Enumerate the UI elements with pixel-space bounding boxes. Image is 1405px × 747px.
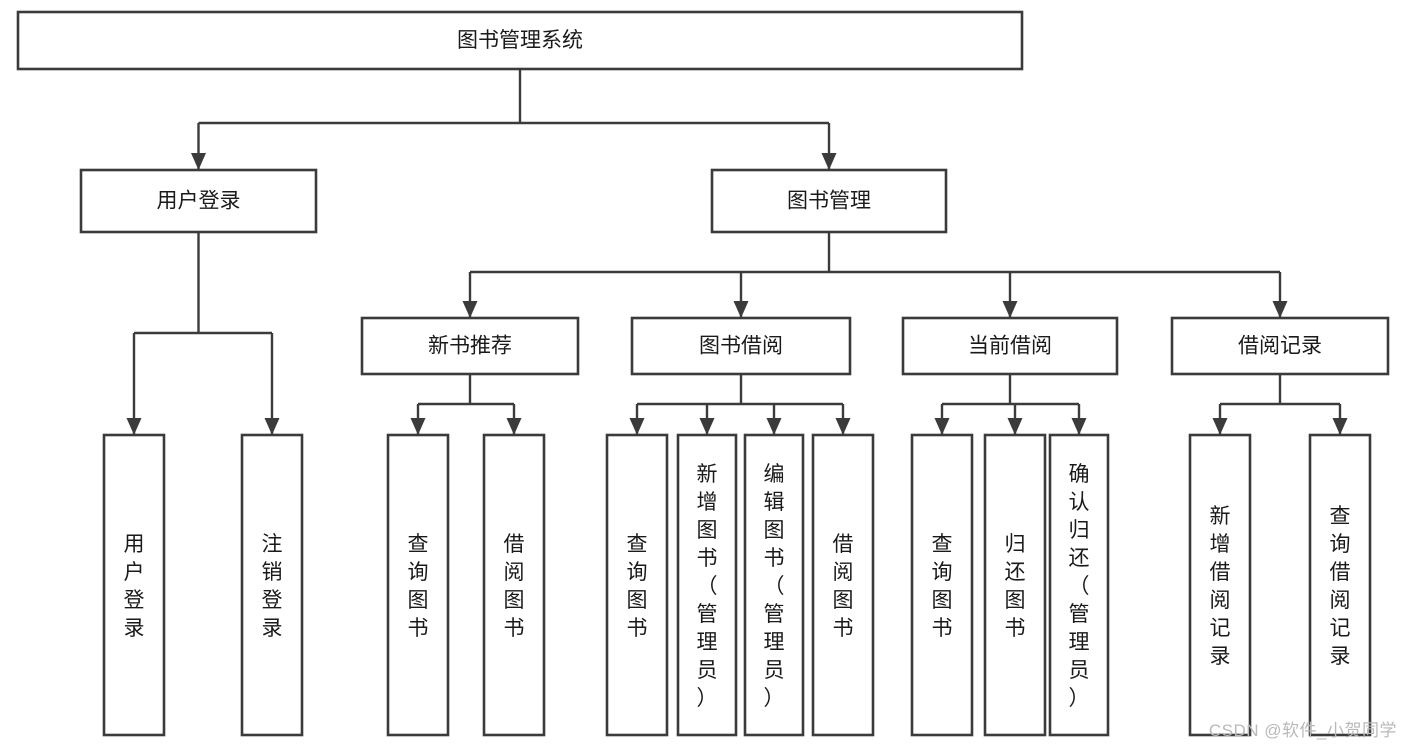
node-box[interactable] (79, 168, 318, 234)
node-l-bb-query[interactable]: 查询图书 (605, 433, 669, 737)
bus-new-book-rec-arrow-1 (506, 418, 522, 435)
node-label: 当前借阅 (968, 335, 1052, 358)
node-l-cb-return[interactable]: 归还图书 (983, 433, 1047, 737)
node-label: 新增图书（管理员） (697, 463, 718, 710)
bus-current-borrow-arrow-0 (934, 418, 950, 435)
node-label: 查询图书 (932, 533, 953, 640)
node-box[interactable] (630, 316, 852, 376)
node-l-cb-confirm[interactable]: 确认归还（管理员） (1048, 433, 1110, 737)
node-label: 借阅图书 (833, 533, 854, 640)
node-label: 用户登录 (157, 190, 241, 213)
node-label: 图书管理 (787, 190, 871, 213)
node-l-user-login[interactable]: 用户登录 (102, 433, 166, 737)
bus-book-mgmt-arrow-2 (1002, 301, 1018, 318)
bus-user-login-arrow-1 (264, 418, 280, 435)
csdn-watermark: CSDN @软件_小贺同学 (1208, 721, 1397, 740)
node-box[interactable] (710, 168, 948, 234)
node-box[interactable] (240, 433, 304, 737)
node-n-borrow-record[interactable]: 借阅记录 (1170, 316, 1390, 376)
node-box[interactable] (360, 316, 580, 376)
node-label: 确认归还（管理员） (1069, 463, 1090, 710)
bus-current-borrow-arrow-1 (1007, 418, 1023, 435)
node-label: 查询图书 (627, 533, 648, 640)
node-n-book-mgmt[interactable]: 图书管理 (710, 168, 948, 234)
node-label: 图书管理系统 (457, 29, 583, 52)
node-box[interactable] (386, 433, 450, 737)
bus-book-mgmt-arrow-1 (733, 301, 749, 318)
node-l-bb-borrow[interactable]: 借阅图书 (811, 433, 875, 737)
node-layer: 图书管理系统用户登录图书管理新书推荐图书借阅当前借阅借阅记录用户登录注销登录查询… (16, 10, 1390, 737)
node-label: 编辑图书（管理员） (764, 463, 785, 710)
bus-borrow-record-arrow-1 (1332, 418, 1348, 435)
node-box[interactable] (743, 433, 805, 737)
node-label: 归还图书 (1005, 533, 1026, 640)
node-root[interactable]: 图书管理系统 (16, 10, 1024, 71)
node-n-book-borrow[interactable]: 图书借阅 (630, 316, 852, 376)
node-l-nbr-query[interactable]: 查询图书 (386, 433, 450, 737)
bus-book-borrow-arrow-0 (629, 418, 645, 435)
bus-book-borrow-arrow-1 (699, 418, 715, 435)
node-label: 图书借阅 (699, 335, 783, 358)
node-box[interactable] (811, 433, 875, 737)
node-n-current-borrow[interactable]: 当前借阅 (901, 316, 1119, 376)
bus-borrow-record-arrow-0 (1212, 418, 1228, 435)
node-l-bb-add[interactable]: 新增图书（管理员） (676, 433, 738, 737)
bus-book-borrow-arrow-2 (766, 418, 782, 435)
bus-current-borrow-arrow-2 (1071, 418, 1087, 435)
node-box[interactable] (1048, 433, 1110, 737)
node-l-bb-edit[interactable]: 编辑图书（管理员） (743, 433, 805, 737)
node-l-br-query[interactable]: 查询借阅记录 (1308, 433, 1372, 737)
bus-root-arrow-1 (821, 153, 837, 170)
node-label: 注销登录 (262, 533, 283, 640)
node-l-cb-query[interactable]: 查询图书 (910, 433, 974, 737)
node-label: 新书推荐 (428, 335, 512, 358)
node-n-new-book-rec[interactable]: 新书推荐 (360, 316, 580, 376)
node-n-user-login[interactable]: 用户登录 (79, 168, 318, 234)
node-label: 借阅记录 (1238, 335, 1322, 358)
node-box[interactable] (983, 433, 1047, 737)
node-box[interactable] (605, 433, 669, 737)
node-box[interactable] (1188, 433, 1252, 737)
bus-book-borrow-arrow-3 (835, 418, 851, 435)
node-l-nbr-borrow[interactable]: 借阅图书 (482, 433, 546, 737)
connector-layer (126, 69, 1348, 435)
node-box[interactable] (482, 433, 546, 737)
node-l-user-logout[interactable]: 注销登录 (240, 433, 304, 737)
node-box[interactable] (676, 433, 738, 737)
bus-book-mgmt-arrow-3 (1272, 301, 1288, 318)
node-label: 查询图书 (408, 533, 429, 640)
bus-new-book-rec-arrow-0 (410, 418, 426, 435)
bus-root-arrow-0 (191, 153, 206, 170)
bus-user-login-arrow-0 (126, 418, 142, 435)
node-box[interactable] (102, 433, 166, 737)
node-label: 用户登录 (124, 533, 145, 640)
node-box[interactable] (1170, 316, 1390, 376)
node-label: 新增借阅记录 (1210, 505, 1231, 668)
node-l-br-add[interactable]: 新增借阅记录 (1188, 433, 1252, 737)
node-box[interactable] (910, 433, 974, 737)
node-box[interactable] (901, 316, 1119, 376)
node-box[interactable] (16, 10, 1024, 71)
node-box[interactable] (1308, 433, 1372, 737)
bus-book-mgmt-arrow-0 (462, 301, 478, 318)
node-label: 借阅图书 (504, 533, 525, 640)
node-label: 查询借阅记录 (1330, 505, 1351, 668)
